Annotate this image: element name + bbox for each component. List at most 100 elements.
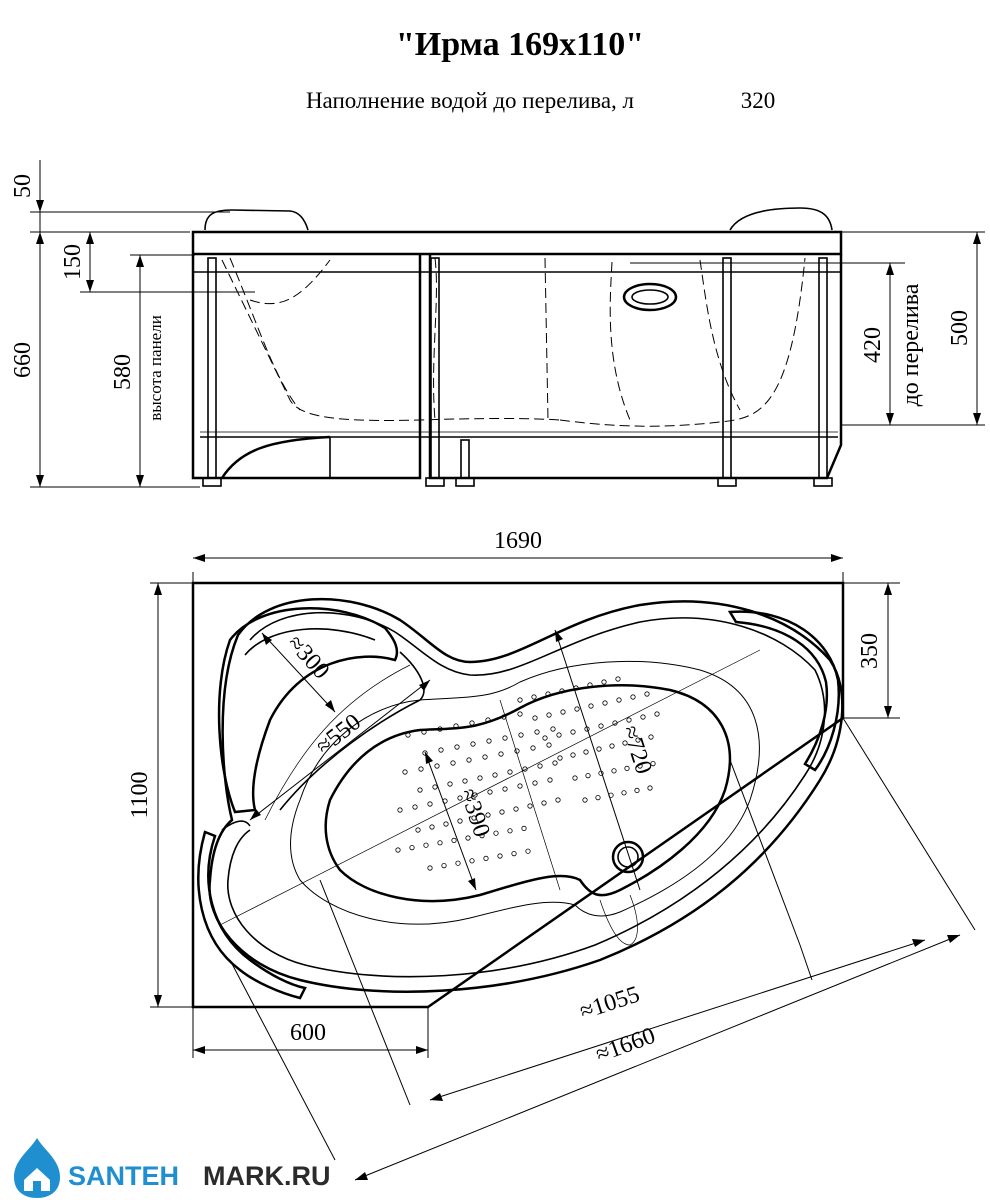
jet-dot (598, 723, 604, 729)
jet-dot (417, 787, 423, 793)
jet-dot (525, 848, 531, 854)
jet-dot (469, 858, 475, 864)
jet-dot (455, 860, 461, 866)
inner-basin (324, 684, 732, 903)
jet-dot (616, 697, 622, 703)
jet-dot (415, 827, 421, 833)
jet-dot (595, 794, 601, 801)
jet-dot (421, 729, 427, 735)
jet-dot (532, 780, 538, 786)
jet-dot (647, 785, 653, 791)
jet-dot (572, 775, 578, 781)
jet-dot (497, 853, 503, 859)
jet-dot (596, 746, 602, 752)
jet-dot (644, 691, 650, 697)
jet-dot (507, 769, 513, 775)
dim-300: ≈300 (282, 630, 334, 684)
jet-dot (624, 765, 630, 772)
dim-350: 350 (857, 633, 883, 669)
jet-dot (447, 781, 453, 787)
jet-dot (532, 715, 538, 721)
jet-dot (457, 795, 463, 801)
jet-dot (541, 800, 547, 806)
control-panel-icon (622, 282, 678, 312)
jet-dot (637, 763, 643, 769)
jet-dot (640, 714, 646, 720)
jet-dot (555, 797, 561, 803)
brand-logo: SANTEH MARK.RU (14, 1138, 331, 1198)
jet-dot (522, 766, 528, 772)
jet-dot (560, 709, 566, 715)
dim-600: 600 (290, 1020, 326, 1046)
jet-dot (451, 837, 457, 844)
dim-50: 50 (10, 174, 36, 198)
jet-dot (634, 787, 640, 794)
headrest-bottom-top (197, 830, 307, 1000)
jet-dot (615, 676, 621, 682)
jet-dot (507, 828, 513, 834)
jet-dot (465, 835, 471, 841)
headrest-right-top (727, 610, 840, 772)
jet-dot (492, 772, 498, 778)
jet-dot (517, 783, 523, 789)
jet-dot (530, 745, 536, 751)
panel-height-label: высота панели (146, 315, 165, 421)
jet-dot (537, 763, 543, 769)
jet-dot (622, 740, 628, 746)
jet-dot (557, 755, 563, 761)
jet-dot (402, 769, 408, 775)
jet-dot (501, 714, 507, 720)
jet-dot (534, 729, 540, 735)
legs (202, 257, 833, 487)
jet-dot (479, 832, 485, 839)
jet-dot (432, 784, 438, 790)
dim-720: ≈720 (617, 722, 657, 777)
jet-dot (477, 775, 483, 781)
front-panel-right (428, 254, 843, 480)
jet-dot (559, 688, 565, 694)
jet-dot (485, 812, 491, 818)
dim-660: 660 (10, 342, 36, 378)
jet-dot (486, 738, 492, 744)
jet-dot (485, 717, 491, 723)
jet-dot (427, 801, 433, 807)
jet-dot (487, 789, 493, 795)
jet-dot (582, 797, 588, 803)
jet-dot (453, 723, 459, 729)
jet-dot (650, 760, 656, 767)
fill-volume-value: 320 (741, 88, 776, 113)
drain-icon (611, 840, 645, 874)
jet-dot (454, 744, 460, 750)
headrest-left-top (217, 607, 399, 814)
jet-dot (574, 706, 580, 712)
side-view: 50 150 660 580 высота панели 420 до пере… (10, 160, 985, 488)
jet-dot (570, 729, 576, 735)
jet-dot (583, 749, 589, 755)
jet-dot (513, 806, 519, 812)
jet-dot (630, 694, 636, 700)
dim-500: 500 (947, 310, 973, 346)
jet-dot (395, 847, 401, 853)
jet-dot (438, 747, 444, 753)
jet-dot (437, 726, 443, 732)
jet-dot (635, 737, 641, 743)
top-view: 1690 1100 350 600 (127, 528, 976, 1181)
jet-dot (546, 742, 552, 748)
jet-dot (422, 750, 428, 756)
jet-dot (418, 766, 424, 772)
dim-150: 150 (60, 244, 86, 280)
jet-dot (457, 818, 463, 824)
jet-dot (654, 711, 660, 717)
jet-dot (483, 855, 489, 862)
jet-dot (450, 760, 456, 766)
overflow-label: до перелива (898, 283, 924, 406)
jet-dot (499, 809, 505, 815)
jet-dot (531, 694, 537, 700)
jet-dot (409, 844, 415, 851)
jet-dot (466, 757, 472, 763)
jet-dot (550, 726, 556, 732)
jet-dot (588, 703, 594, 709)
jet-dot (434, 763, 440, 769)
jet-dot (412, 804, 418, 810)
front-panel-left (191, 254, 422, 480)
